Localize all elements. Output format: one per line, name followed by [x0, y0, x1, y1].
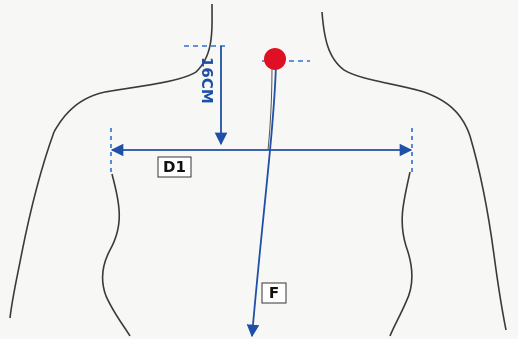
d1-label: D1: [163, 158, 186, 176]
f-label: F: [269, 284, 279, 302]
red-point-marker: [264, 48, 286, 70]
distance-label: 16CM: [198, 57, 216, 104]
